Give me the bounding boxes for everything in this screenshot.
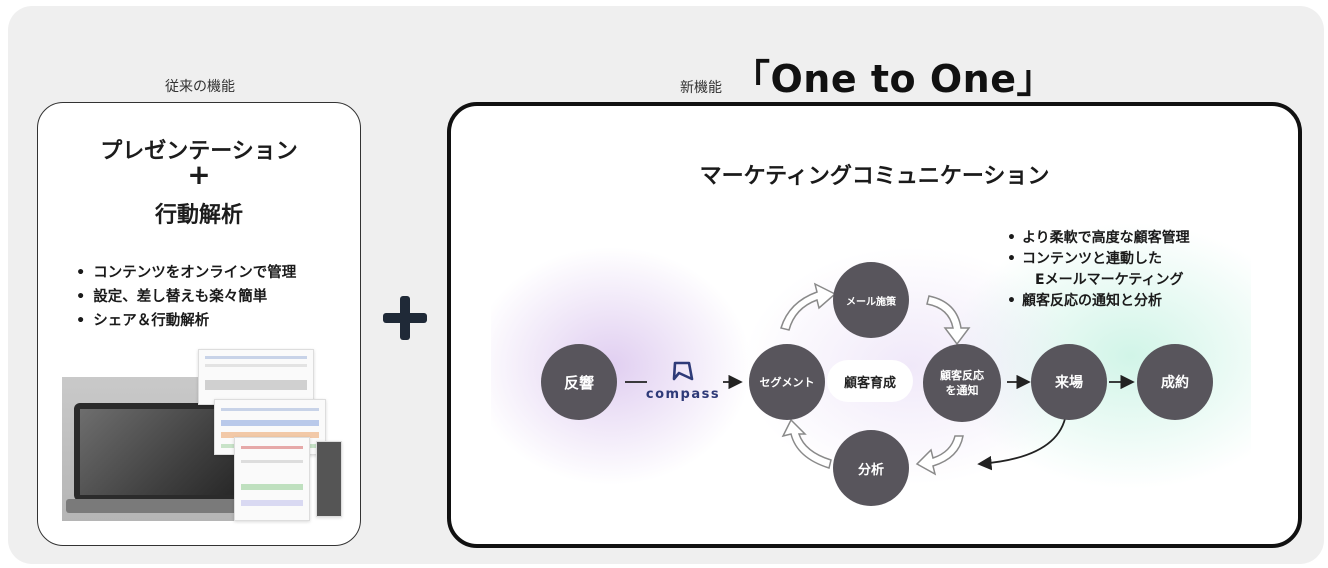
new-feature-card: マーケティングコミュニケーション •より柔軟で高度な顧客管理 •コンテンツと連動… [447, 102, 1302, 548]
node-segment: セグメント [749, 344, 825, 420]
list-item: •顧客反応の通知と分析 [1007, 293, 1162, 309]
node-notify: 顧客反応 を通知 [923, 344, 1001, 422]
return-arrow-icon [977, 413, 1067, 471]
new-feature-small-label: 新機能 [680, 80, 722, 96]
list-item: コンテンツをオンラインで管理 [76, 261, 296, 285]
curved-arrow-icon [926, 295, 971, 346]
compass-logo-icon [672, 361, 694, 381]
new-feature-label: 新機能 「One to One」 [680, 48, 1055, 101]
app-screenshot [316, 441, 342, 517]
flow-arrows [625, 282, 1135, 476]
plus-icon [383, 296, 427, 340]
node-visit: 来場 [1031, 344, 1107, 420]
list-item: Eメールマーケティング [1035, 272, 1184, 288]
list-item: •コンテンツと連動した [1007, 251, 1162, 267]
curved-arrow-icon [915, 435, 964, 476]
compass-logo-text: compass [645, 387, 721, 402]
old-title-plus: + [187, 158, 211, 191]
node-nurturing: 顧客育成 [827, 360, 913, 402]
node-response: 反響 [541, 344, 617, 420]
old-feature-list: コンテンツをオンラインで管理 設定、差し替えも楽々簡単 シェア＆行動解析 [76, 261, 296, 333]
app-screenshot [234, 437, 310, 521]
app-screenshot [198, 349, 314, 405]
new-feature-list: •より柔軟で高度な顧客管理 •コンテンツと連動した Eメールマーケティング •顧… [1007, 228, 1190, 312]
old-title-line1: プレゼンテーション [100, 139, 298, 164]
tablet-stand [66, 499, 266, 513]
node-analysis: 分析 [833, 430, 909, 506]
list-item: •より柔軟で高度な顧客管理 [1007, 230, 1190, 246]
new-title: マーケティングコミュニケーション [699, 164, 1050, 189]
old-feature-card: プレゼンテーション + 行動解析 コンテンツをオンラインで管理 設定、差し替えも… [37, 102, 361, 546]
new-feature-title: 「One to One」 [732, 57, 1055, 101]
curved-arrow-icon [781, 418, 832, 469]
list-item: シェア＆行動解析 [76, 309, 296, 333]
old-feature-label: 従来の機能 [165, 79, 235, 95]
old-title-line2: 行動解析 [154, 203, 243, 228]
node-contract: 成約 [1137, 344, 1213, 420]
node-mail: メール施策 [833, 262, 909, 338]
cycle-arrows [780, 282, 971, 476]
list-item: 設定、差し替えも楽々簡単 [76, 285, 296, 309]
curved-arrow-icon [780, 282, 837, 331]
